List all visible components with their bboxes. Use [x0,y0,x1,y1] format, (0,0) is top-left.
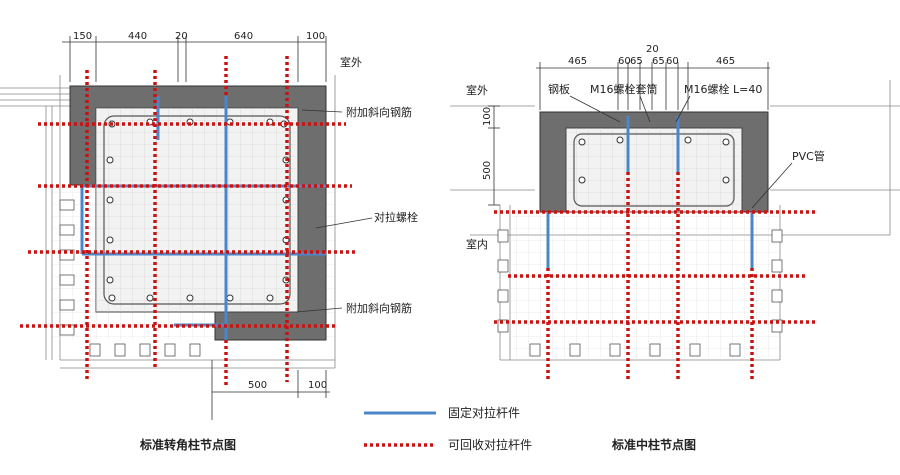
middle-bolt-label: M16螺栓 L=40 [684,82,762,96]
middle-dim-center: 20 [646,44,659,55]
middle-dim-4: 65 [652,56,665,67]
corner-added-rebar-bottom-label: 附加斜向钢筋 [346,301,412,315]
corner-bottom-dim-1: 500 [248,380,267,391]
middle-outside-label: 室外 [466,83,488,97]
legend: 固定对拉杆件 可回收对拉杆件 [364,405,532,452]
corner-dim-4: 640 [234,31,253,42]
legend-removable-label: 可回收对拉杆件 [448,437,532,452]
middle-slab-grid [510,210,780,358]
middle-node-title: 标准中柱节点图 [611,437,696,452]
middle-dim-6: 465 [716,56,735,67]
middle-dim-1: 465 [568,56,587,67]
corner-added-rebar-top-label: 附加斜向钢筋 [346,105,412,119]
middle-dim-3: 65 [630,56,643,67]
middle-left-dim-1: 100 [482,107,493,126]
middle-sleeve-label: M16螺栓套筒 [590,82,658,96]
corner-top-dimensions [62,36,327,82]
removable-tie-rods [20,56,356,385]
corner-outside-label: 室外 [340,55,362,69]
middle-inside-label: 室内 [466,237,488,251]
middle-top-dimensions [536,62,770,110]
middle-dim-5: 60 [666,56,679,67]
middle-left-dim-2: 500 [482,161,493,180]
corner-dim-5: 100 [306,31,325,42]
formwork-ribs [59,199,201,357]
corner-dim-1: 150 [73,31,92,42]
legend-fixed-label: 固定对拉杆件 [448,405,520,420]
middle-dim-2: 60 [618,56,631,67]
middle-pvc-label: PVC管 [792,149,825,163]
middle-column-drawing: 20 465 60 65 65 60 465 100 500 室外 室内 钢板 … [450,44,900,380]
middle-steel-plate-label: 钢板 [548,82,570,96]
corner-dim-2: 440 [128,31,147,42]
corner-column-drawing: 150 440 20 640 100 500 100 室外 附加斜向钢筋 对拉螺… [0,31,418,420]
corner-bottom-dim-2: 100 [308,380,327,391]
corner-dim-3: 20 [175,31,188,42]
corner-node-title: 标准转角柱节点图 [139,437,236,452]
middle-fixed-tie-rods [546,116,754,268]
rebar-cage [103,115,291,305]
middle-removable-tie-rods [494,172,818,380]
corner-tie-bolt-label: 对拉螺栓 [374,210,418,224]
